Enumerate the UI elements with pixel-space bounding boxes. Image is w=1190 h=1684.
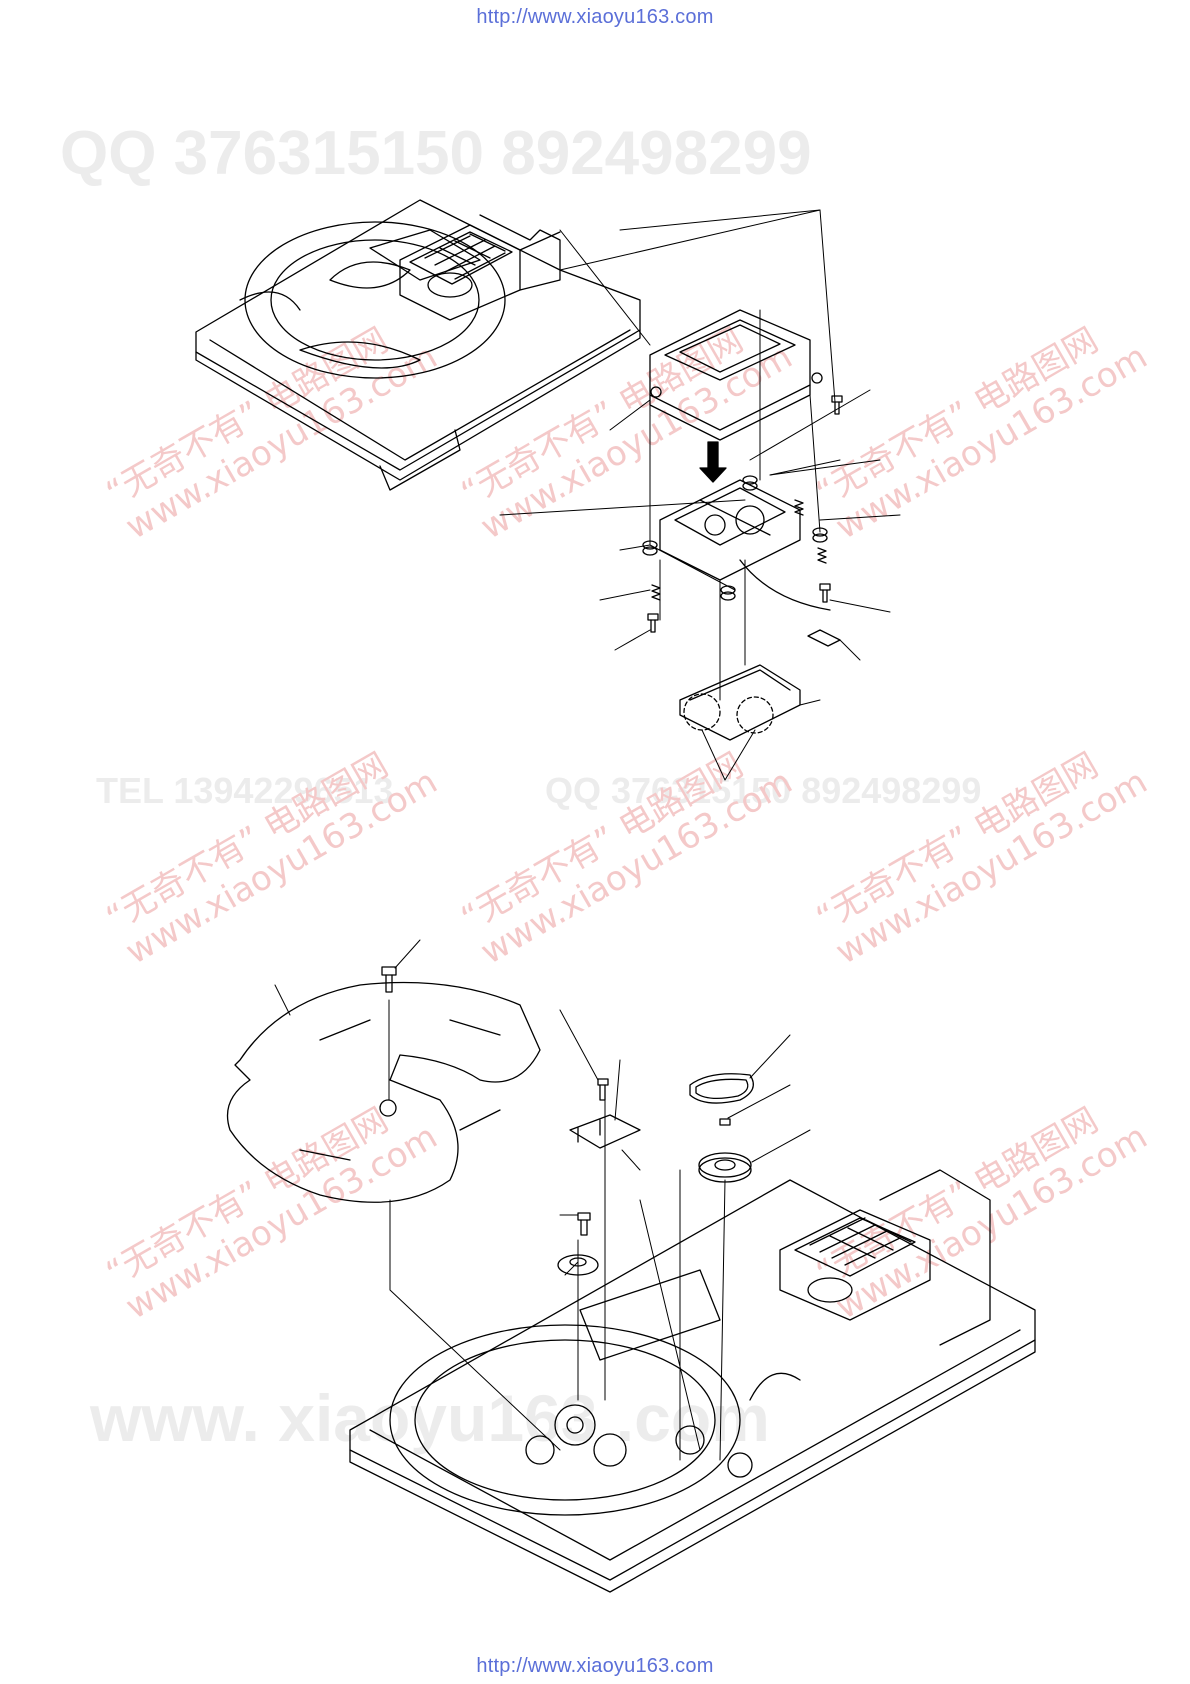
flex-cable bbox=[807, 629, 841, 647]
lower-disc-table bbox=[226, 981, 541, 1203]
screws-lower bbox=[381, 966, 731, 1236]
footer-url[interactable]: http://www.xiaoyu163.com bbox=[476, 1655, 714, 1677]
down-arrow-icon bbox=[699, 441, 727, 483]
upper-pickup-housing bbox=[399, 214, 561, 321]
watermark-www-bottom: www. xiaoyu163 .com bbox=[90, 1381, 770, 1455]
upper-leader-lines bbox=[499, 209, 901, 781]
upper-tray-chassis bbox=[195, 199, 641, 491]
mounting-bracket bbox=[649, 309, 823, 441]
header-url[interactable]: http://www.xiaoyu163.com bbox=[476, 6, 714, 28]
lower-pickup-housing bbox=[779, 1169, 991, 1346]
watermark-qq-top: QQ 376315150 892498299 bbox=[60, 119, 812, 188]
pcb-board bbox=[679, 664, 801, 741]
mechanism-plate bbox=[659, 479, 831, 611]
motor-bracket bbox=[569, 1114, 641, 1149]
springs bbox=[651, 499, 827, 601]
lower-tray-chassis bbox=[349, 1179, 1036, 1593]
lower-leader-lines bbox=[274, 939, 811, 1461]
drive-belt bbox=[689, 1073, 754, 1104]
pulley-gear bbox=[698, 1152, 752, 1183]
watermark-tel: TEL 13942296513 bbox=[96, 770, 394, 811]
watermark-qq-mid: QQ 376315150 892498299 bbox=[545, 770, 982, 811]
